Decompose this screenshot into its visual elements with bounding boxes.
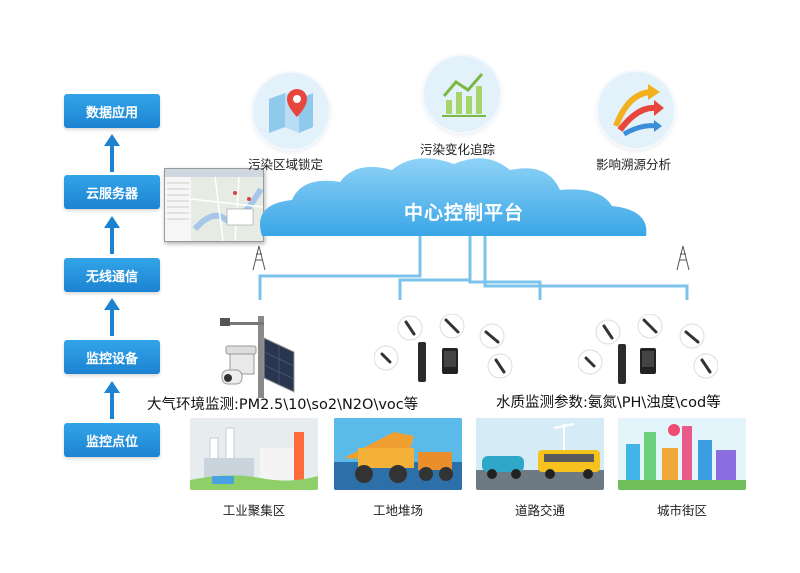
air-monitoring-label: 大气环境监测:PM2.5\10\so2\N2O\voc等 [147, 397, 419, 413]
air-monitoring-station [220, 316, 295, 398]
scene-traffic-image [476, 418, 604, 490]
flow-step-monitor-point: 监控点位 [64, 423, 160, 457]
scene-industrial-image [190, 418, 318, 490]
flow-step-data-application: 数据应用 [64, 94, 160, 128]
function-label-change-tracking: 污染变化追踪 [420, 142, 496, 157]
up-arrow-icon [104, 298, 120, 336]
scene-label-industrial: 工业聚集区 [222, 503, 286, 518]
water-sensor-cluster [374, 314, 513, 382]
scene-label-traffic: 道路交通 [514, 503, 565, 518]
flow-step-wireless: 无线通信 [64, 258, 160, 292]
curved-arrows-icon [598, 72, 674, 148]
water-sensor-cluster [578, 314, 718, 384]
antenna-tower-icon [676, 245, 690, 271]
scene-label-construction: 工地堆场 [372, 503, 423, 518]
platform-title: 中心控制平台 [404, 202, 525, 224]
cloud-shape [260, 158, 647, 236]
antenna-tower-icon [252, 245, 266, 271]
bar-chart-icon [424, 56, 500, 132]
function-label-area-lock: 污染区域锁定 [248, 157, 324, 172]
scene-label-city: 城市街区 [656, 503, 707, 518]
scene-construction-image [334, 418, 462, 490]
function-label-source-analysis: 影响溯源分析 [596, 157, 672, 172]
flow-step-monitor-device: 监控设备 [64, 340, 160, 374]
water-monitoring-label: 水质监测参数:氨氮\PH\浊度\cod等 [496, 395, 721, 411]
map-software-screenshot [164, 168, 264, 242]
map-pin-icon [253, 73, 329, 149]
up-arrow-icon [104, 381, 120, 419]
flow-step-cloud-server: 云服务器 [64, 175, 160, 209]
up-arrow-icon [104, 134, 120, 172]
scene-city-image [618, 418, 746, 490]
up-arrow-icon [104, 216, 120, 254]
network-lines [252, 158, 690, 300]
